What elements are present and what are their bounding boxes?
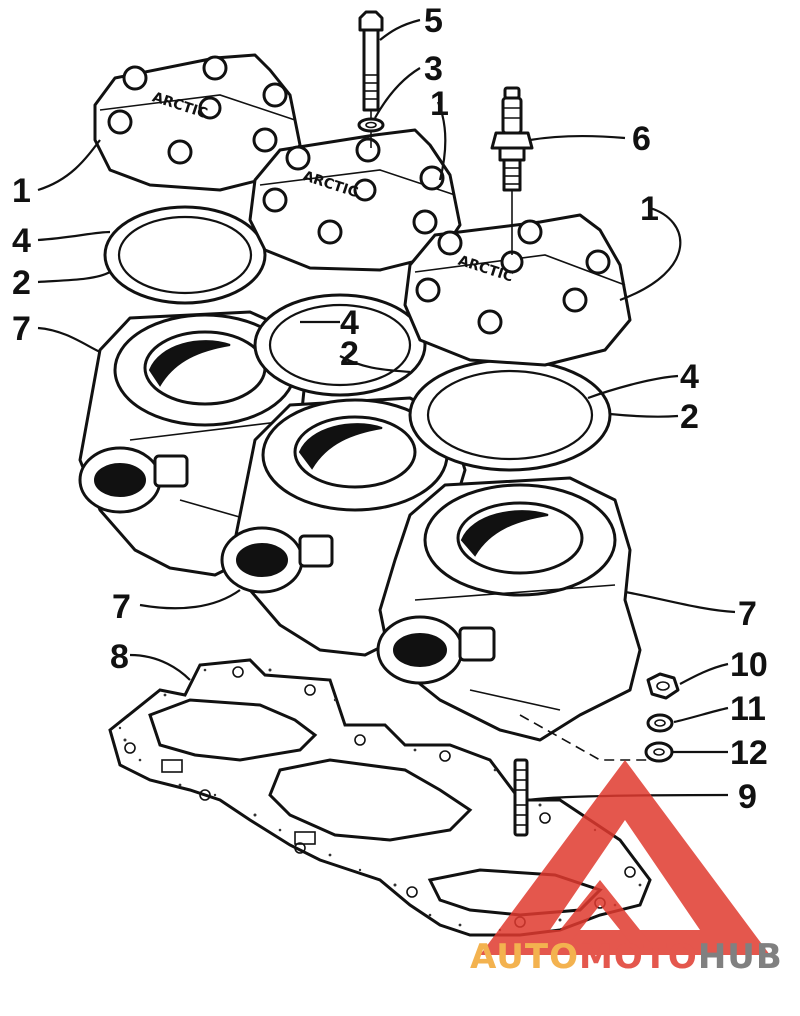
lock-washer xyxy=(646,713,674,733)
svg-text:AUTOMOTOHUB: AUTOMOTOHUB xyxy=(470,937,783,977)
callout-11: 11 xyxy=(730,690,766,728)
watermark-logo: AUTOMOTOHUB xyxy=(470,760,783,977)
callout-10: 10 xyxy=(730,646,768,684)
watermark-moto: MOTO xyxy=(579,937,698,977)
nut xyxy=(646,672,680,700)
leader-lines xyxy=(37,18,736,802)
callout-5: 5 xyxy=(424,2,443,40)
cylinder-head-right: ARCTIC xyxy=(403,213,632,367)
bolt-washer xyxy=(357,117,385,133)
cylinder-middle xyxy=(220,396,467,657)
callout-7-middle: 7 xyxy=(112,588,131,626)
head-gasket-right xyxy=(408,358,612,472)
callout-2-right: 2 xyxy=(680,398,699,436)
callout-1-head-left: 1 xyxy=(12,172,31,210)
callout-2-middle: 2 xyxy=(340,335,359,373)
spark-plug xyxy=(490,86,534,255)
cylinder-head-left: ARCTIC xyxy=(93,53,302,192)
watermark-auto: AUTO xyxy=(470,937,579,977)
callout-2-left: 2 xyxy=(12,264,31,302)
cylinder-right xyxy=(376,476,642,742)
callouts: 1 4 2 7 5 3 1 6 1 4 2 4 2 7 7 8 10 11 12… xyxy=(12,2,768,816)
stud xyxy=(513,758,529,837)
head-gasket-left xyxy=(103,205,267,305)
callout-1-head-middle: 1 xyxy=(430,85,449,123)
cylinder-head-middle: ARCTIC xyxy=(248,128,462,272)
callout-6: 6 xyxy=(632,120,651,158)
watermark-hub: HUB xyxy=(698,937,783,977)
callout-1-head-right: 1 xyxy=(640,190,659,228)
callout-9: 9 xyxy=(738,778,757,816)
callout-8: 8 xyxy=(110,638,129,676)
callout-3: 3 xyxy=(424,50,443,88)
callout-4-middle: 4 xyxy=(340,304,359,342)
callout-7-right: 7 xyxy=(738,595,757,633)
callout-7-left: 7 xyxy=(12,310,31,348)
callout-12: 12 xyxy=(730,734,768,772)
flat-washer xyxy=(644,741,674,763)
callout-4-right: 4 xyxy=(680,358,699,396)
callout-4-left: 4 xyxy=(12,222,31,260)
